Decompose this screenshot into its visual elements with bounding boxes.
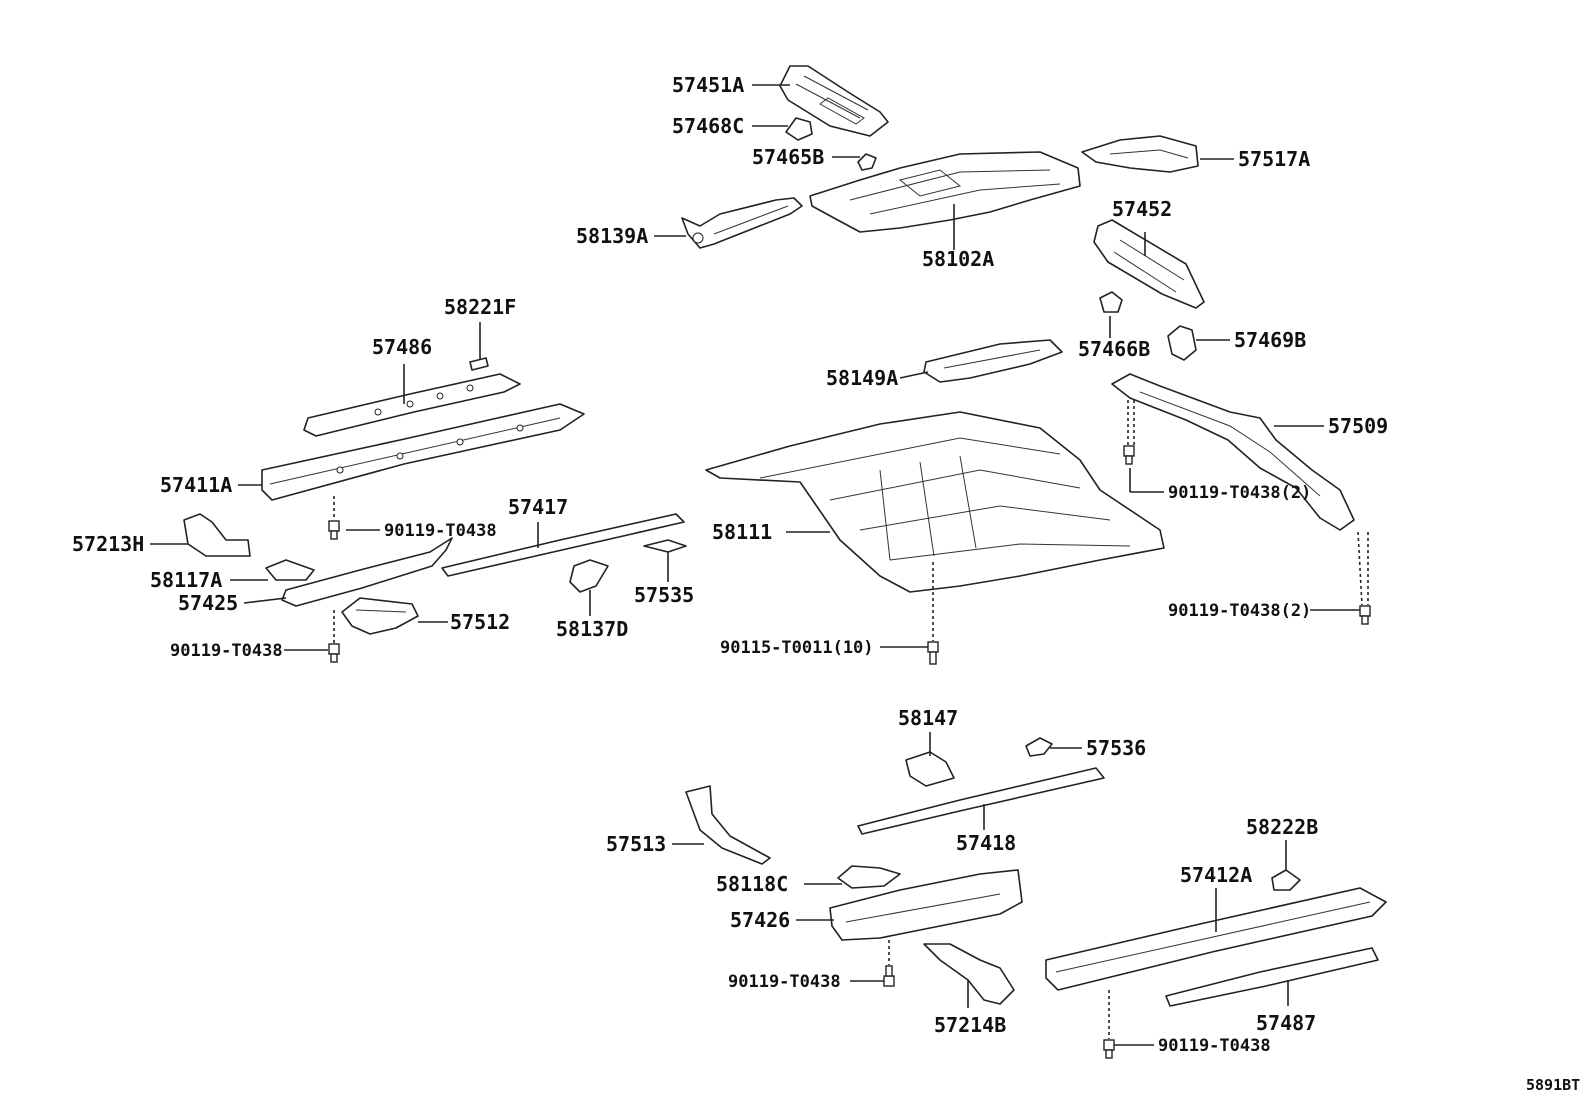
part-58149A[interactable] — [923, 339, 1063, 383]
label-90119-T0438-left[interactable]: 90119-T0438 — [384, 521, 497, 541]
label-58147[interactable]: 58147 — [898, 706, 958, 730]
label-58118C[interactable]: 58118C — [716, 872, 788, 896]
label-57486[interactable]: 57486 — [372, 335, 432, 359]
label-90119-T0438-lower-left[interactable]: 90119-T0438 — [170, 641, 283, 661]
label-57452[interactable]: 57452 — [1112, 197, 1172, 221]
part-57426[interactable] — [829, 869, 1023, 941]
part-58102A[interactable] — [809, 151, 1081, 233]
part-58137D[interactable] — [569, 559, 609, 593]
part-57418[interactable] — [857, 767, 1105, 835]
label-57513[interactable]: 57513 — [606, 832, 666, 856]
label-58117A[interactable]: 58117A — [150, 568, 222, 592]
label-58139A[interactable]: 58139A — [576, 224, 648, 248]
label-57536[interactable]: 57536 — [1086, 736, 1146, 760]
bolt-icon — [1103, 1039, 1115, 1059]
label-57512[interactable]: 57512 — [450, 610, 510, 634]
bolt-icon — [328, 520, 340, 540]
label-57418[interactable]: 57418 — [956, 831, 1016, 855]
part-labels: 57451A 57468C 57465B 57517A 57452 58139A… — [72, 73, 1580, 1094]
label-57214B[interactable]: 57214B — [934, 1013, 1006, 1037]
part-57466B[interactable] — [1099, 291, 1123, 313]
bolt-icon — [1359, 605, 1371, 625]
part-57412A[interactable] — [1045, 887, 1387, 991]
part-58139A[interactable] — [681, 197, 803, 249]
part-57535[interactable] — [643, 539, 687, 553]
part-57465B[interactable] — [857, 153, 877, 171]
part-57486[interactable] — [303, 373, 521, 437]
part-57469B[interactable] — [1167, 325, 1197, 361]
label-57213H[interactable]: 57213H — [72, 532, 144, 556]
part-58117A[interactable] — [265, 559, 315, 581]
label-57465B[interactable]: 57465B — [752, 145, 824, 169]
label-57487[interactable]: 57487 — [1256, 1011, 1316, 1035]
label-58222B[interactable]: 58222B — [1246, 815, 1318, 839]
label-90119-T0438-bottom-center[interactable]: 90119-T0438 — [728, 972, 841, 992]
part-58147[interactable] — [905, 751, 955, 787]
diagram-code: 5891BT — [1526, 1076, 1580, 1094]
label-57509[interactable]: 57509 — [1328, 414, 1388, 438]
label-58137D[interactable]: 58137D — [556, 617, 628, 641]
label-57412A[interactable]: 57412A — [1180, 863, 1252, 887]
label-57469B[interactable]: 57469B — [1234, 328, 1306, 352]
part-57487[interactable] — [1165, 947, 1379, 1007]
label-90119-T0438-2-upper[interactable]: 90119-T0438(2) — [1168, 483, 1311, 503]
bolt-icon — [883, 965, 895, 987]
part-57452[interactable] — [1093, 219, 1205, 309]
label-90119-T0438-2-lower[interactable]: 90119-T0438(2) — [1168, 601, 1311, 621]
label-58221F[interactable]: 58221F — [444, 295, 516, 319]
part-57214B[interactable] — [923, 943, 1015, 1005]
part-57425[interactable] — [281, 537, 453, 607]
part-57451A[interactable] — [779, 65, 889, 137]
label-57468C[interactable]: 57468C — [672, 114, 744, 138]
part-57513[interactable] — [685, 785, 771, 865]
part-58118C[interactable] — [837, 865, 901, 889]
part-57509[interactable] — [1111, 373, 1355, 531]
bolt-icon — [1123, 445, 1135, 465]
part-57536[interactable] — [1025, 737, 1053, 757]
part-57411A[interactable] — [261, 403, 585, 501]
label-58111[interactable]: 58111 — [712, 520, 772, 544]
bolt-icon — [328, 643, 340, 663]
label-57411A[interactable]: 57411A — [160, 473, 232, 497]
label-57451A[interactable]: 57451A — [672, 73, 744, 97]
part-57213H[interactable] — [183, 513, 251, 557]
part-57517A[interactable] — [1081, 135, 1199, 173]
label-57417[interactable]: 57417 — [508, 495, 568, 519]
leader-lines — [150, 84, 1369, 1046]
label-90115-T0011-10[interactable]: 90115-T0011(10) — [720, 638, 874, 658]
part-57417[interactable] — [441, 513, 685, 577]
part-57512[interactable] — [341, 597, 419, 635]
label-57517A[interactable]: 57517A — [1238, 147, 1310, 171]
part-58111[interactable] — [705, 411, 1165, 593]
part-57468C[interactable] — [785, 117, 813, 141]
label-58149A[interactable]: 58149A — [826, 366, 898, 390]
label-90119-T0438-bottom-right[interactable]: 90119-T0438 — [1158, 1036, 1271, 1056]
part-58221F[interactable] — [469, 357, 489, 371]
label-58102A[interactable]: 58102A — [922, 247, 994, 271]
label-57426[interactable]: 57426 — [730, 908, 790, 932]
label-57466B[interactable]: 57466B — [1078, 337, 1150, 361]
bolt-icon — [927, 641, 939, 665]
label-57425[interactable]: 57425 — [178, 591, 238, 615]
part-58222B[interactable] — [1271, 869, 1301, 891]
label-57535[interactable]: 57535 — [634, 583, 694, 607]
